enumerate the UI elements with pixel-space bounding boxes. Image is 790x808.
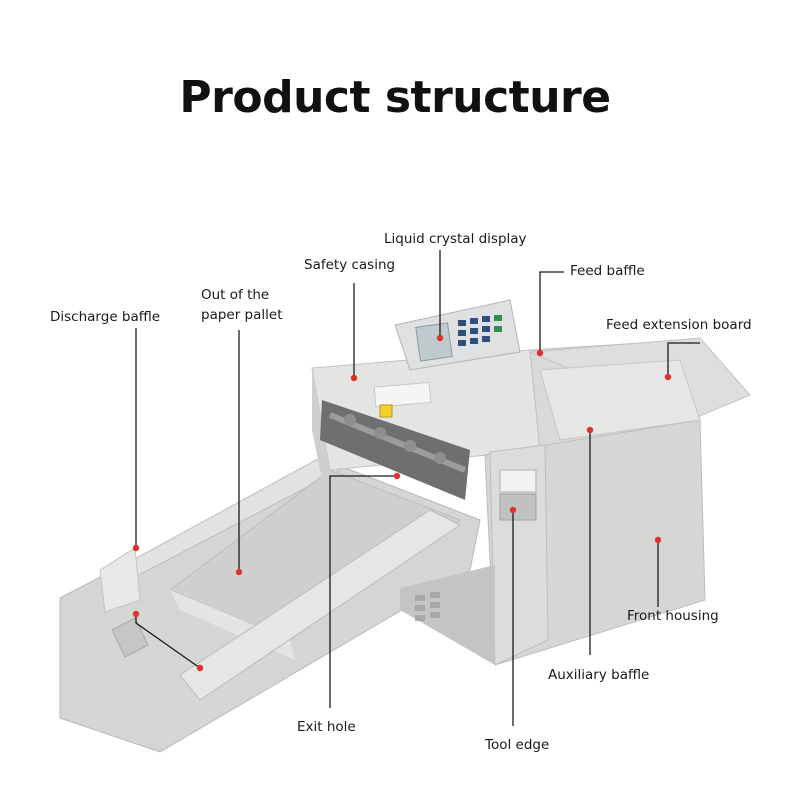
control-panel <box>394 299 521 371</box>
label-out-of-paper-pallet-line1: Out of the <box>201 287 270 303</box>
callout-dots <box>132 334 672 672</box>
label-auxiliary-baffle: Auxiliary baffle <box>548 667 650 683</box>
roller-assembly <box>320 381 470 500</box>
label-feed-extension-board: Feed extension board <box>606 317 752 333</box>
label-tool-edge: Tool edge <box>485 737 550 753</box>
label-safety-casing: Safety casing <box>304 257 396 273</box>
leader-lines <box>135 250 700 726</box>
feed-extension-board <box>529 337 751 441</box>
label-front-housing: Front housing <box>627 608 719 624</box>
discharge-tray <box>59 454 481 753</box>
label-liquid-crystal-display: Liquid crystal display <box>384 231 527 247</box>
label-feed-baffle: Feed baffle <box>570 263 645 279</box>
label-discharge-baffle: Discharge baffle <box>50 309 161 325</box>
label-exit-hole: Exit hole <box>297 719 356 735</box>
page-title: Product structure <box>179 72 611 123</box>
label-out-of-paper-pallet-line2: paper pallet <box>201 307 283 323</box>
